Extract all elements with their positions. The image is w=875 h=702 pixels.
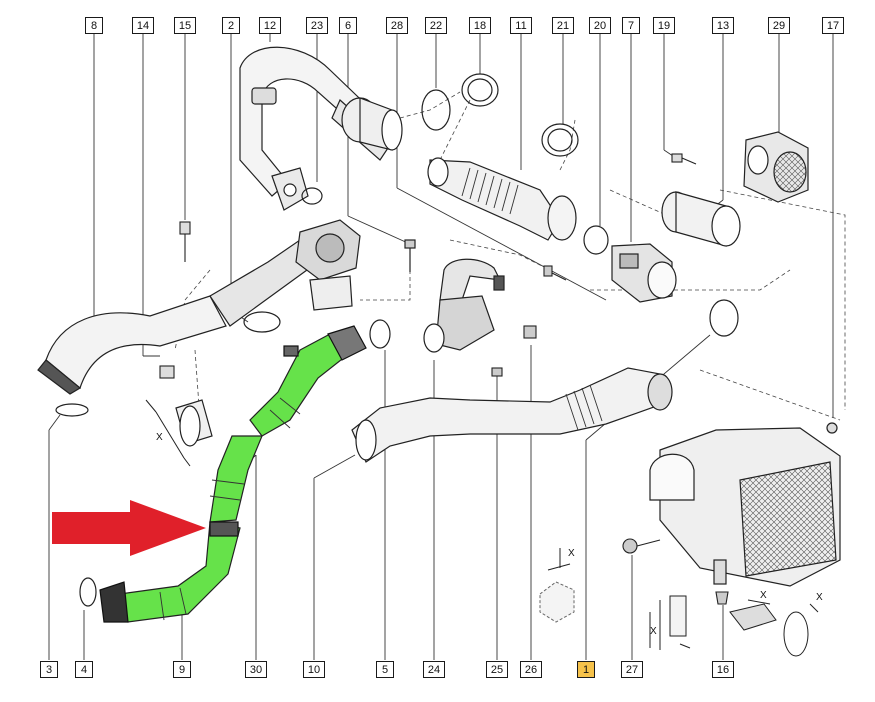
callout-12: 12 <box>259 17 281 34</box>
part-7-sensor <box>611 243 677 303</box>
part-24-throttle <box>423 258 505 353</box>
dimension-label: X <box>568 548 575 559</box>
part-23-flange <box>271 167 323 211</box>
callout-10: 10 <box>303 661 325 678</box>
callout-5: 5 <box>376 661 394 678</box>
part-19-bolt <box>671 153 697 165</box>
seal-2 <box>243 311 281 333</box>
dimension-label: X <box>156 432 163 443</box>
hose-connectors <box>99 325 367 623</box>
callout-1-highlighted: 1 <box>577 661 595 678</box>
part-10-long-tube <box>351 367 673 463</box>
part-6-assembly <box>295 219 416 311</box>
red-arrow <box>52 500 206 556</box>
callout-6: 6 <box>339 17 357 34</box>
part-8-left-tube <box>37 239 319 395</box>
callout-26: 26 <box>520 661 542 678</box>
rings-3-4 <box>55 403 97 607</box>
callout-21: 21 <box>552 17 574 34</box>
parts-14-15 <box>159 221 191 379</box>
callout-9: 9 <box>173 661 191 678</box>
callout-23: 23 <box>306 17 328 34</box>
callout-3: 3 <box>40 661 58 678</box>
callout-25: 25 <box>486 661 508 678</box>
dimension-markers <box>145 399 819 649</box>
part-5-ring <box>369 319 391 349</box>
callout-28: 28 <box>386 17 408 34</box>
callout-13: 13 <box>712 17 734 34</box>
callout-19: 19 <box>653 17 675 34</box>
highlighted-hose <box>119 333 347 623</box>
callout-30: 30 <box>245 661 267 678</box>
callout-24: 24 <box>423 661 445 678</box>
bolts-27-16 <box>622 538 729 605</box>
part-11-corrugated-hose <box>427 157 561 241</box>
seals-22-18 <box>421 73 499 131</box>
part-30-sleeve <box>175 399 213 447</box>
dimension-label: X <box>816 592 823 603</box>
part-28-sleeve <box>341 97 403 151</box>
detail-views <box>539 563 809 657</box>
callout-7: 7 <box>622 17 640 34</box>
part-29-meter <box>743 131 809 203</box>
callout-29: 29 <box>768 17 790 34</box>
part-1-intercooler <box>649 427 841 587</box>
dimension-label: X <box>650 626 657 637</box>
callout-11: 11 <box>510 17 532 34</box>
callout-4: 4 <box>75 661 93 678</box>
callout-2: 2 <box>222 17 240 34</box>
callout-16: 16 <box>712 661 734 678</box>
callout-27: 27 <box>621 661 643 678</box>
callout-17: 17 <box>822 17 844 34</box>
bolts-25-26 <box>491 265 567 377</box>
callout-15: 15 <box>174 17 196 34</box>
callout-20: 20 <box>589 17 611 34</box>
part-17-ring <box>709 299 838 434</box>
callout-8: 8 <box>85 17 103 34</box>
dimension-label: X <box>760 590 767 601</box>
part-13-sleeve <box>661 191 741 247</box>
callout-18: 18 <box>469 17 491 34</box>
callout-22: 22 <box>425 17 447 34</box>
callout-14: 14 <box>132 17 154 34</box>
alignment-lines <box>174 91 846 421</box>
parts-21-20 <box>541 123 609 255</box>
